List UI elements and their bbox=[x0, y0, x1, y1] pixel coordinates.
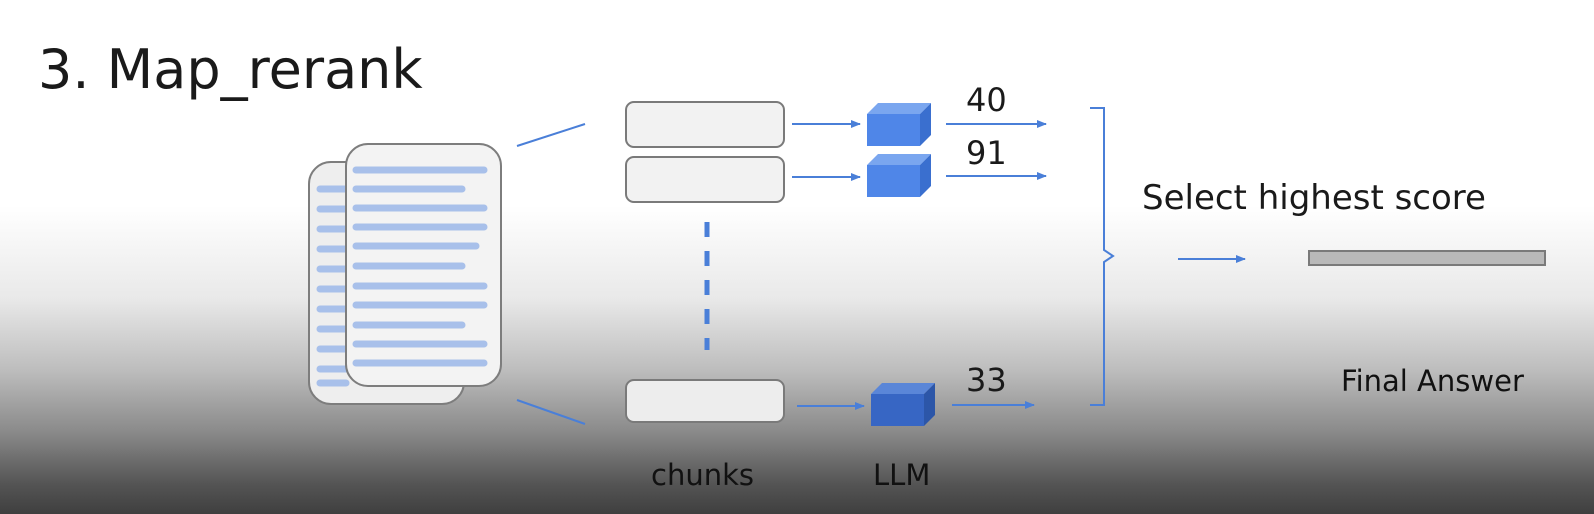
llm-label: LLM bbox=[873, 458, 930, 492]
chunk-box bbox=[625, 379, 785, 423]
final-answer-label: Final Answer bbox=[1341, 364, 1524, 398]
bracket-icon bbox=[1090, 107, 1115, 406]
score-label: 40 bbox=[966, 81, 1007, 119]
split-line-top bbox=[516, 123, 586, 147]
split-line-bottom bbox=[516, 399, 586, 425]
llm-cube-icon bbox=[867, 103, 931, 146]
select-label: Select highest score bbox=[1142, 178, 1486, 218]
page-title: 3. Map_rerank bbox=[38, 38, 423, 101]
chunk-box bbox=[625, 101, 785, 148]
documents-icon bbox=[308, 143, 502, 405]
llm-cube-icon bbox=[871, 383, 935, 426]
chunks-label: chunks bbox=[651, 458, 754, 492]
answer-bar bbox=[1308, 250, 1546, 266]
score-label: 91 bbox=[966, 134, 1007, 172]
chunk-box bbox=[625, 156, 785, 203]
score-label: 33 bbox=[966, 361, 1007, 399]
llm-cube-icon bbox=[867, 154, 931, 197]
